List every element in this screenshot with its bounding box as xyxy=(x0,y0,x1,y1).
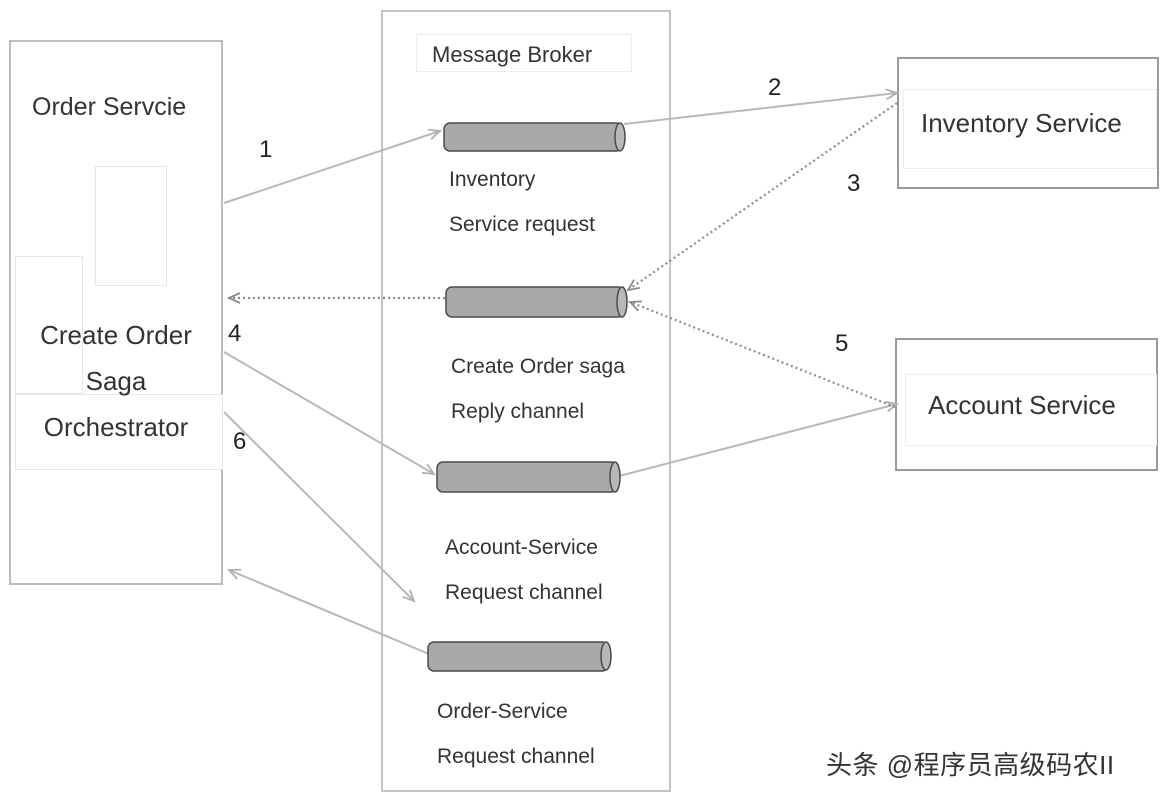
step-2-label: 2 xyxy=(768,74,782,101)
inventory-channel-label-2: Service request xyxy=(449,213,595,236)
saga-orchestrator-line-2: Saga xyxy=(85,366,147,396)
account-channel-label-2: Request channel xyxy=(445,581,603,604)
inventory-service-title: Inventory Service xyxy=(921,108,1122,138)
order-inner-frame-left xyxy=(15,256,83,394)
saga-orchestrator-line-1: Create Order xyxy=(40,320,192,350)
order-inner-frame-top xyxy=(95,166,167,286)
reply-channel-label-2: Reply channel xyxy=(451,400,585,423)
step-4-label: 4 xyxy=(228,320,242,347)
reply-channel-label-1: Create Order saga xyxy=(451,355,625,378)
order-channel-label-2: Request channel xyxy=(437,745,595,768)
step-1-label: 1 xyxy=(259,136,273,163)
account-inner-frame xyxy=(905,374,1157,446)
inventory-channel-label-1: Inventory xyxy=(449,168,536,191)
order-channel-label-1: Order-Service xyxy=(437,700,568,723)
order-service-box xyxy=(9,40,223,585)
order-service-title: Order Servcie xyxy=(32,93,187,121)
account-service-title: Account Service xyxy=(928,390,1116,420)
order-inner-frame-bottom xyxy=(15,394,223,470)
message-broker-title: Message Broker xyxy=(432,42,593,67)
account-channel-label-1: Account-Service xyxy=(445,536,598,559)
inventory-service-box xyxy=(897,57,1159,189)
step-5-label: 5 xyxy=(835,330,849,357)
step-3-label: 3 xyxy=(847,170,861,197)
broker-title-frame xyxy=(416,34,632,72)
step-6-label: 6 xyxy=(233,428,247,455)
inventory-inner-frame xyxy=(903,89,1157,169)
watermark-text: 头条 @程序员高级码农II xyxy=(826,750,1115,780)
saga-orchestrator-line-3: Orchestrator xyxy=(43,412,189,442)
